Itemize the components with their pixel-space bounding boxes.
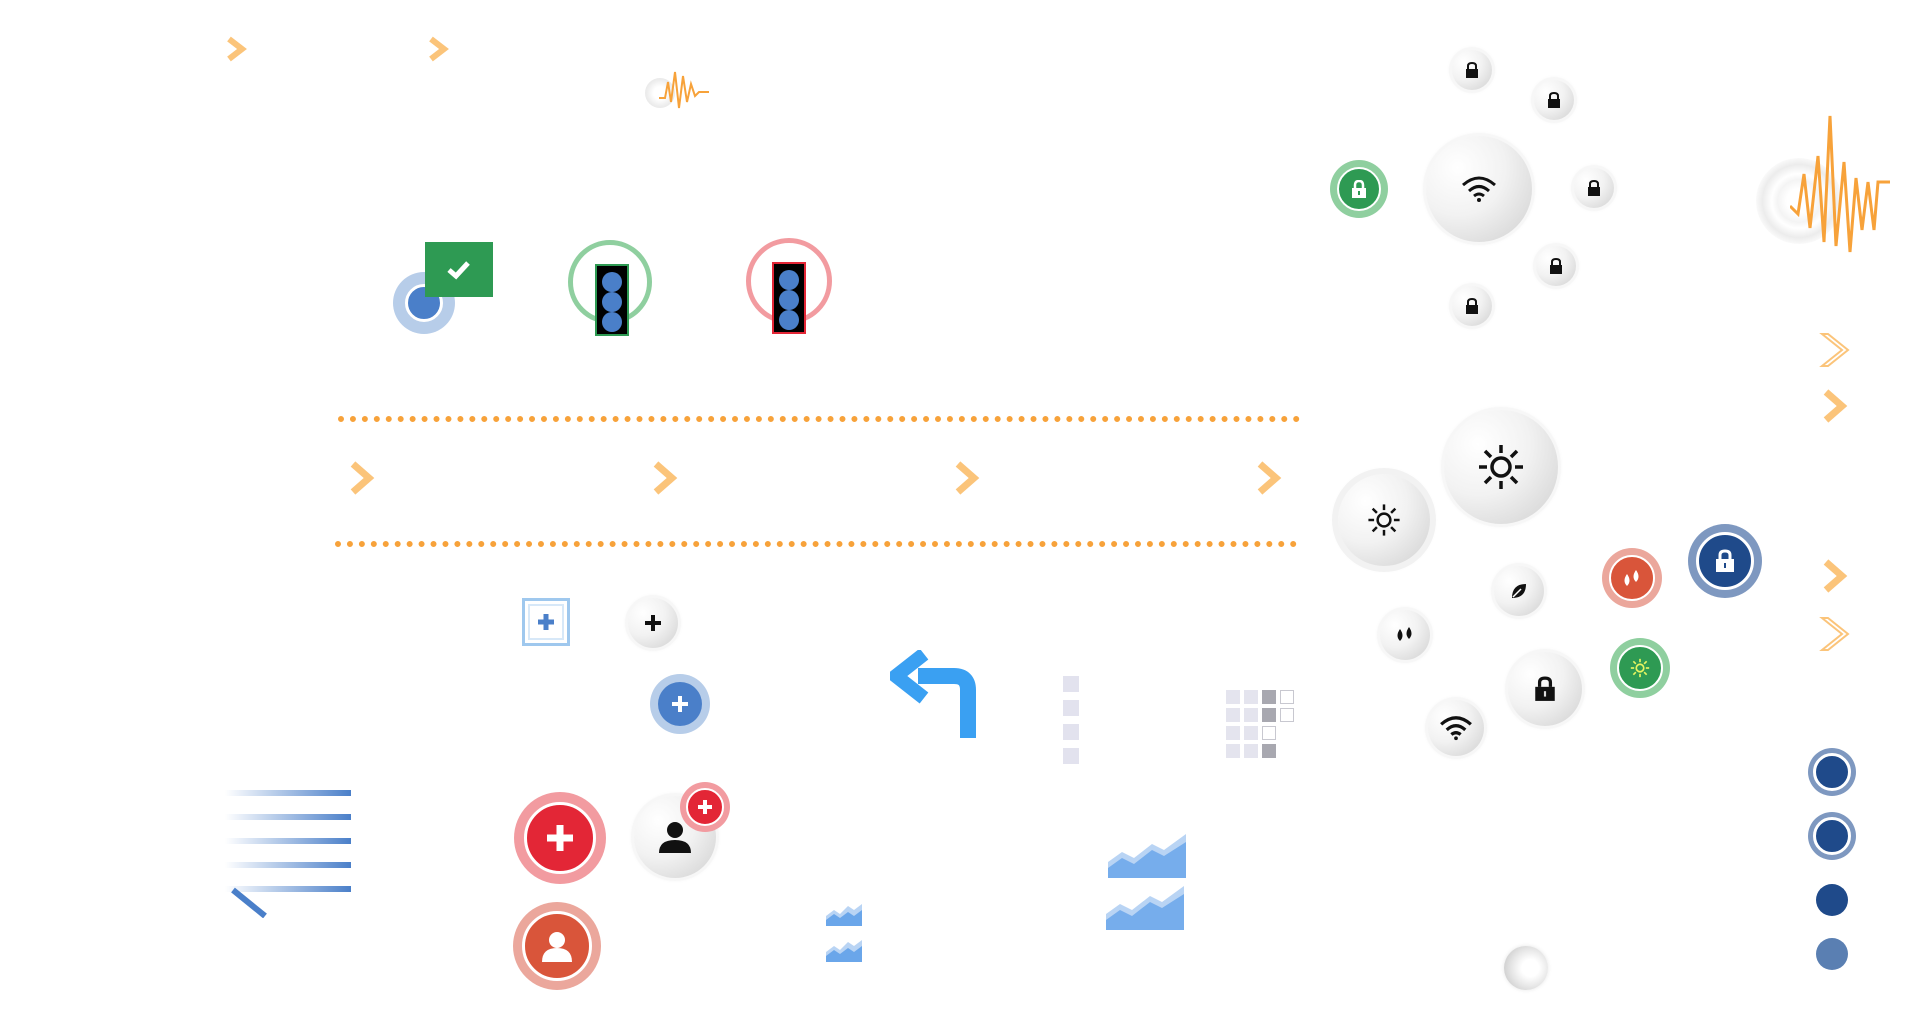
lock-button[interactable] bbox=[1534, 80, 1574, 120]
add-user-button[interactable] bbox=[630, 782, 732, 886]
plus-badge bbox=[680, 782, 730, 832]
dotted-divider bbox=[335, 541, 1297, 547]
leaf-icon bbox=[1512, 584, 1526, 598]
plus-icon bbox=[645, 615, 661, 631]
check-status-icon bbox=[390, 240, 500, 340]
plus-icon bbox=[698, 800, 712, 814]
lock-button[interactable] bbox=[1536, 246, 1576, 286]
lock-icon bbox=[1466, 62, 1478, 78]
chevron-right-icon bbox=[227, 36, 247, 62]
add-button[interactable] bbox=[628, 598, 678, 648]
chevron-right-icon bbox=[350, 461, 375, 495]
add-button-red[interactable] bbox=[514, 792, 606, 884]
lock-icon bbox=[1466, 298, 1478, 314]
record-dot-icon[interactable] bbox=[1808, 748, 1856, 796]
grid-squares-icon bbox=[1226, 690, 1302, 766]
water-drops-button-red[interactable] bbox=[1602, 548, 1662, 608]
lock-icon bbox=[1550, 258, 1562, 274]
plus-icon bbox=[547, 825, 573, 851]
water-drops-icon bbox=[1624, 570, 1639, 586]
chevron-right-icon bbox=[1823, 559, 1848, 593]
activity-wave-icon bbox=[1756, 110, 1892, 256]
add-square-button[interactable] bbox=[522, 598, 570, 646]
vertical-squares-icon bbox=[1063, 676, 1079, 770]
lock-icon bbox=[1352, 180, 1366, 198]
turn-left-arrow-icon[interactable] bbox=[890, 650, 976, 740]
sun-icon bbox=[1479, 445, 1523, 489]
chevron-right-outline-icon bbox=[1819, 617, 1850, 651]
lock-button[interactable] bbox=[1508, 652, 1582, 726]
traffic-light-icon bbox=[746, 238, 836, 334]
traffic-light-icon bbox=[568, 240, 658, 336]
lock-icon bbox=[1535, 676, 1555, 701]
area-chart-icon bbox=[826, 940, 862, 962]
sun-button[interactable] bbox=[1338, 474, 1430, 566]
lock-button-green[interactable] bbox=[1330, 160, 1388, 218]
water-drops-icon bbox=[1397, 627, 1412, 641]
wifi-button[interactable] bbox=[1426, 136, 1532, 242]
user-button[interactable] bbox=[513, 902, 601, 990]
chevron-right-icon bbox=[1823, 389, 1848, 423]
sun-button-green[interactable] bbox=[1610, 638, 1670, 698]
add-button[interactable] bbox=[650, 674, 710, 734]
user-icon bbox=[542, 932, 572, 962]
plus-icon bbox=[672, 696, 688, 712]
sun-icon bbox=[1368, 504, 1400, 536]
wifi-icon bbox=[1462, 176, 1496, 202]
wifi-icon bbox=[1440, 716, 1472, 741]
record-dot-icon[interactable] bbox=[1808, 812, 1856, 860]
record-dot-icon[interactable] bbox=[1816, 938, 1848, 970]
chevron-right-icon bbox=[1257, 461, 1282, 495]
area-chart-icon bbox=[1106, 886, 1184, 930]
lock-icon bbox=[1588, 180, 1600, 196]
loading-orb-icon bbox=[1504, 946, 1548, 990]
sun-button[interactable] bbox=[1444, 410, 1558, 524]
check-icon bbox=[425, 242, 493, 297]
lock-button[interactable] bbox=[1452, 50, 1492, 90]
wifi-button[interactable] bbox=[1428, 700, 1484, 756]
lock-icon bbox=[1716, 549, 1734, 572]
lock-button[interactable] bbox=[1574, 168, 1614, 208]
water-drops-button[interactable] bbox=[1380, 610, 1430, 660]
plus-icon bbox=[538, 614, 554, 630]
area-chart-icon bbox=[826, 904, 862, 926]
chevron-right-icon bbox=[429, 36, 449, 62]
leaf-button[interactable] bbox=[1494, 566, 1544, 616]
chevron-right-icon bbox=[955, 461, 980, 495]
lock-button[interactable] bbox=[1452, 286, 1492, 326]
chevron-right-icon bbox=[653, 461, 678, 495]
sun-icon bbox=[1630, 658, 1650, 678]
lock-button-navy[interactable] bbox=[1688, 524, 1762, 598]
area-chart-icon bbox=[1108, 834, 1186, 878]
record-dot-icon[interactable] bbox=[1816, 884, 1848, 916]
list-lines-icon bbox=[225, 790, 351, 918]
chevron-right-outline-icon bbox=[1819, 333, 1850, 367]
user-icon bbox=[659, 822, 691, 853]
lock-icon bbox=[1548, 92, 1560, 108]
activity-wave-icon bbox=[645, 62, 715, 120]
dotted-divider bbox=[338, 416, 1300, 422]
